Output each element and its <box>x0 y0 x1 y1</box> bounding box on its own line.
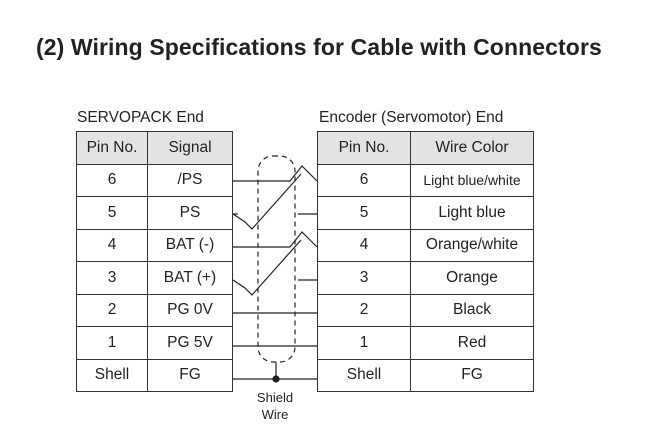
pin-cell: Shell <box>317 358 411 392</box>
pin-cell: 3 <box>76 261 148 295</box>
servopack-end-caption: SERVOPACK End <box>77 109 204 126</box>
shield-wire-label: Shield Wire <box>247 389 303 423</box>
wire-color-cell: Orange/white <box>410 228 534 262</box>
wire-color-cell: Red <box>410 326 534 360</box>
shield-junction <box>272 375 280 383</box>
pin-cell: 6 <box>76 163 148 197</box>
cable-shield <box>257 155 296 363</box>
pin-cell: 1 <box>317 326 411 360</box>
signal-cell: PS <box>147 196 233 230</box>
wire-color-cell: Orange <box>410 261 534 295</box>
servopack-header-signal: Signal <box>147 131 233 165</box>
signal-cell: /PS <box>147 163 233 197</box>
encoder-header-pin: Pin No. <box>317 131 411 165</box>
signal-cell: BAT (+) <box>147 261 233 295</box>
signal-cell: FG <box>147 358 233 392</box>
shield-label-line1: Shield <box>256 390 294 405</box>
pin-cell: 2 <box>76 293 148 327</box>
wire-color-cell: Light blue/white <box>410 163 534 197</box>
pin-cell: 1 <box>76 326 148 360</box>
table-row: 6/PS <box>76 163 233 197</box>
wire-pin4 <box>233 231 318 248</box>
shield-label-line2: Wire <box>261 407 289 422</box>
wire-color-cell: Black <box>410 293 534 327</box>
wire-pin6 <box>233 165 318 182</box>
pin-cell: Shell <box>76 358 148 392</box>
encoder-end-caption: Encoder (Servomotor) End <box>319 109 504 126</box>
wire-pin3-twist <box>232 239 302 296</box>
pin-cell: 5 <box>76 196 148 230</box>
wire-pin5-twist <box>232 173 302 230</box>
wire-color-cell: FG <box>410 358 534 392</box>
encoder-header-color: Wire Color <box>410 131 534 165</box>
pin-cell: 3 <box>317 261 411 295</box>
page-title: (2) Wiring Specifications for Cable with… <box>36 34 602 60</box>
pin-cell: 5 <box>317 196 411 230</box>
encoder-header-row: Pin No. Wire Color <box>317 131 534 165</box>
signal-cell: BAT (-) <box>147 228 233 262</box>
servopack-header-row: Pin No. Signal <box>76 131 233 165</box>
